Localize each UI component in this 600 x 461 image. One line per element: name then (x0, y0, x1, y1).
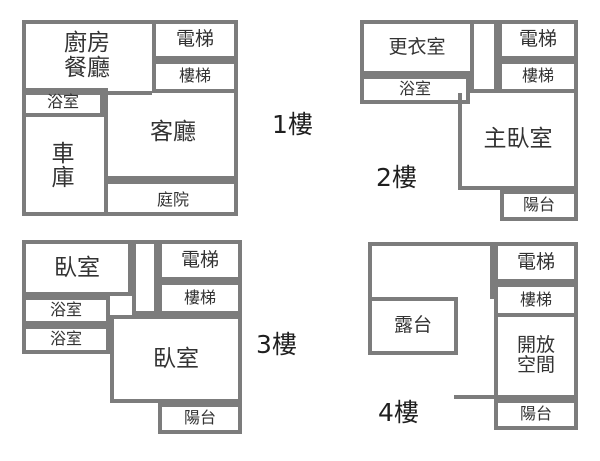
room-bathroom-1-f3: 浴室 (22, 296, 110, 325)
room-courtyard-f1: 庭院 (104, 180, 238, 216)
room-bathroom-f1: 浴室 (22, 88, 104, 117)
room-label-kitchen: 廚房 (64, 30, 110, 57)
room-bathroom-f2: 浴室 (360, 75, 470, 104)
room-label-stairs: 樓梯 (178, 66, 211, 86)
room-label-living: 客廳 (150, 118, 196, 145)
room-label-bathroom: 浴室 (398, 79, 431, 99)
floor-label-2: 2樓 (376, 163, 417, 192)
room-balcony-f3: 陽台 (158, 403, 242, 434)
floor-label-1: 1樓 (272, 110, 313, 139)
room-label-garage-1: 車 (51, 140, 75, 167)
room-label-bathroom-2: 浴室 (49, 329, 82, 349)
room-stairs-f4: 樓梯 (494, 283, 578, 317)
room-label-elevator: 電梯 (175, 28, 214, 51)
room-master-bedroom-f2: 主臥室 (458, 93, 578, 190)
room-label-bathroom: 浴室 (46, 92, 79, 112)
room-elevator-f3: 電梯 (158, 240, 242, 281)
floor-label-4: 4樓 (378, 398, 419, 427)
room-label-terrace: 露台 (393, 314, 432, 337)
room-label-open-space-2: 空間 (516, 354, 555, 376)
room-label-bathroom-1: 浴室 (49, 300, 82, 320)
room-label-bedroom-lower: 臥室 (153, 345, 199, 372)
room-balcony-f4: 陽台 (494, 399, 578, 430)
room-label-stairs: 樓梯 (519, 289, 552, 309)
room-bedroom-lower-f3: 臥室 (110, 315, 242, 403)
room-elevator-f1: 電梯 (152, 20, 238, 60)
room-bathroom-2-f3: 浴室 (22, 325, 110, 354)
room-label-garage-2: 庫 (51, 165, 75, 191)
room-open-space-f4: 開放 空間 (494, 317, 578, 399)
room-dressing-f2: 更衣室 (360, 20, 470, 75)
room-label-elevator: 電梯 (180, 248, 219, 271)
room-label-elevator: 電梯 (518, 28, 557, 51)
room-label-balcony: 陽台 (522, 195, 555, 215)
room-label-stairs: 樓梯 (521, 66, 554, 86)
corridor-f3 (132, 240, 158, 315)
room-kitchen-dining: 廚房 餐廳 (22, 20, 152, 95)
room-label-master-bedroom: 主臥室 (483, 126, 553, 153)
room-stairs-f3: 樓梯 (158, 281, 242, 315)
room-elevator-f4: 電梯 (494, 242, 578, 283)
room-label-stairs: 樓梯 (183, 287, 216, 307)
room-terrace-f4: 露台 (368, 297, 458, 355)
room-balcony-f2: 陽台 (500, 190, 578, 221)
floor-label-3: 3樓 (256, 330, 297, 359)
room-label-dining: 餐廳 (64, 54, 110, 81)
room-bedroom-upper-f3: 臥室 (22, 240, 132, 296)
corridor-f2 (470, 20, 498, 93)
room-label-open-space-1: 開放 (516, 334, 555, 357)
room-label-elevator: 電梯 (516, 250, 555, 273)
room-living-f1: 客廳 (104, 88, 238, 180)
room-stairs-f1: 樓梯 (152, 60, 238, 93)
room-elevator-f2: 電梯 (498, 20, 578, 60)
void-area-f4 (368, 242, 494, 299)
room-label-balcony: 陽台 (519, 404, 552, 424)
room-label-bedroom-upper: 臥室 (54, 254, 100, 281)
room-label-courtyard: 庭院 (156, 189, 189, 209)
room-stairs-f2: 樓梯 (498, 60, 578, 93)
room-garage-f1: 車 庫 (26, 120, 100, 212)
room-label-balcony: 陽台 (183, 408, 216, 428)
inner-wall-f4 (454, 297, 498, 399)
floor1-outer-wall (22, 20, 238, 216)
room-label-dressing: 更衣室 (388, 35, 446, 58)
